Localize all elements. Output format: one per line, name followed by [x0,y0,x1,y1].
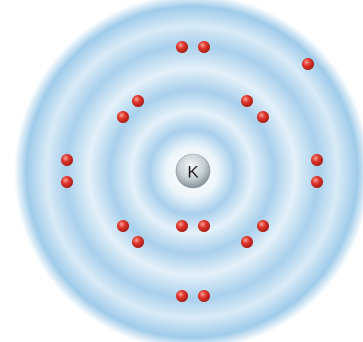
electron-shell-2 [241,95,253,107]
electron-shell-3 [176,290,188,302]
electron-shell-3 [198,290,210,302]
electron-shell-1 [198,220,210,232]
electron-shell-3 [311,154,323,166]
electron-shell-2 [132,95,144,107]
nucleus-sphere [175,153,211,189]
electron-shell-3 [241,236,253,248]
electron-shell-2 [198,41,210,53]
electron-shell-2 [176,41,188,53]
electron-shell-3 [61,154,73,166]
electron-shell-3 [132,236,144,248]
nucleus: K [175,153,211,189]
electron-shell-4 [302,58,314,70]
electron-shell-2 [257,220,269,232]
electron-shell-3 [61,176,73,188]
electron-shell-1 [176,220,188,232]
element-symbol: K [187,163,199,182]
electrons [61,41,323,302]
electron-shell-2 [117,111,129,123]
electron-shell-2 [257,111,269,123]
electron-shell-3 [311,176,323,188]
electron-shell-2 [117,220,129,232]
